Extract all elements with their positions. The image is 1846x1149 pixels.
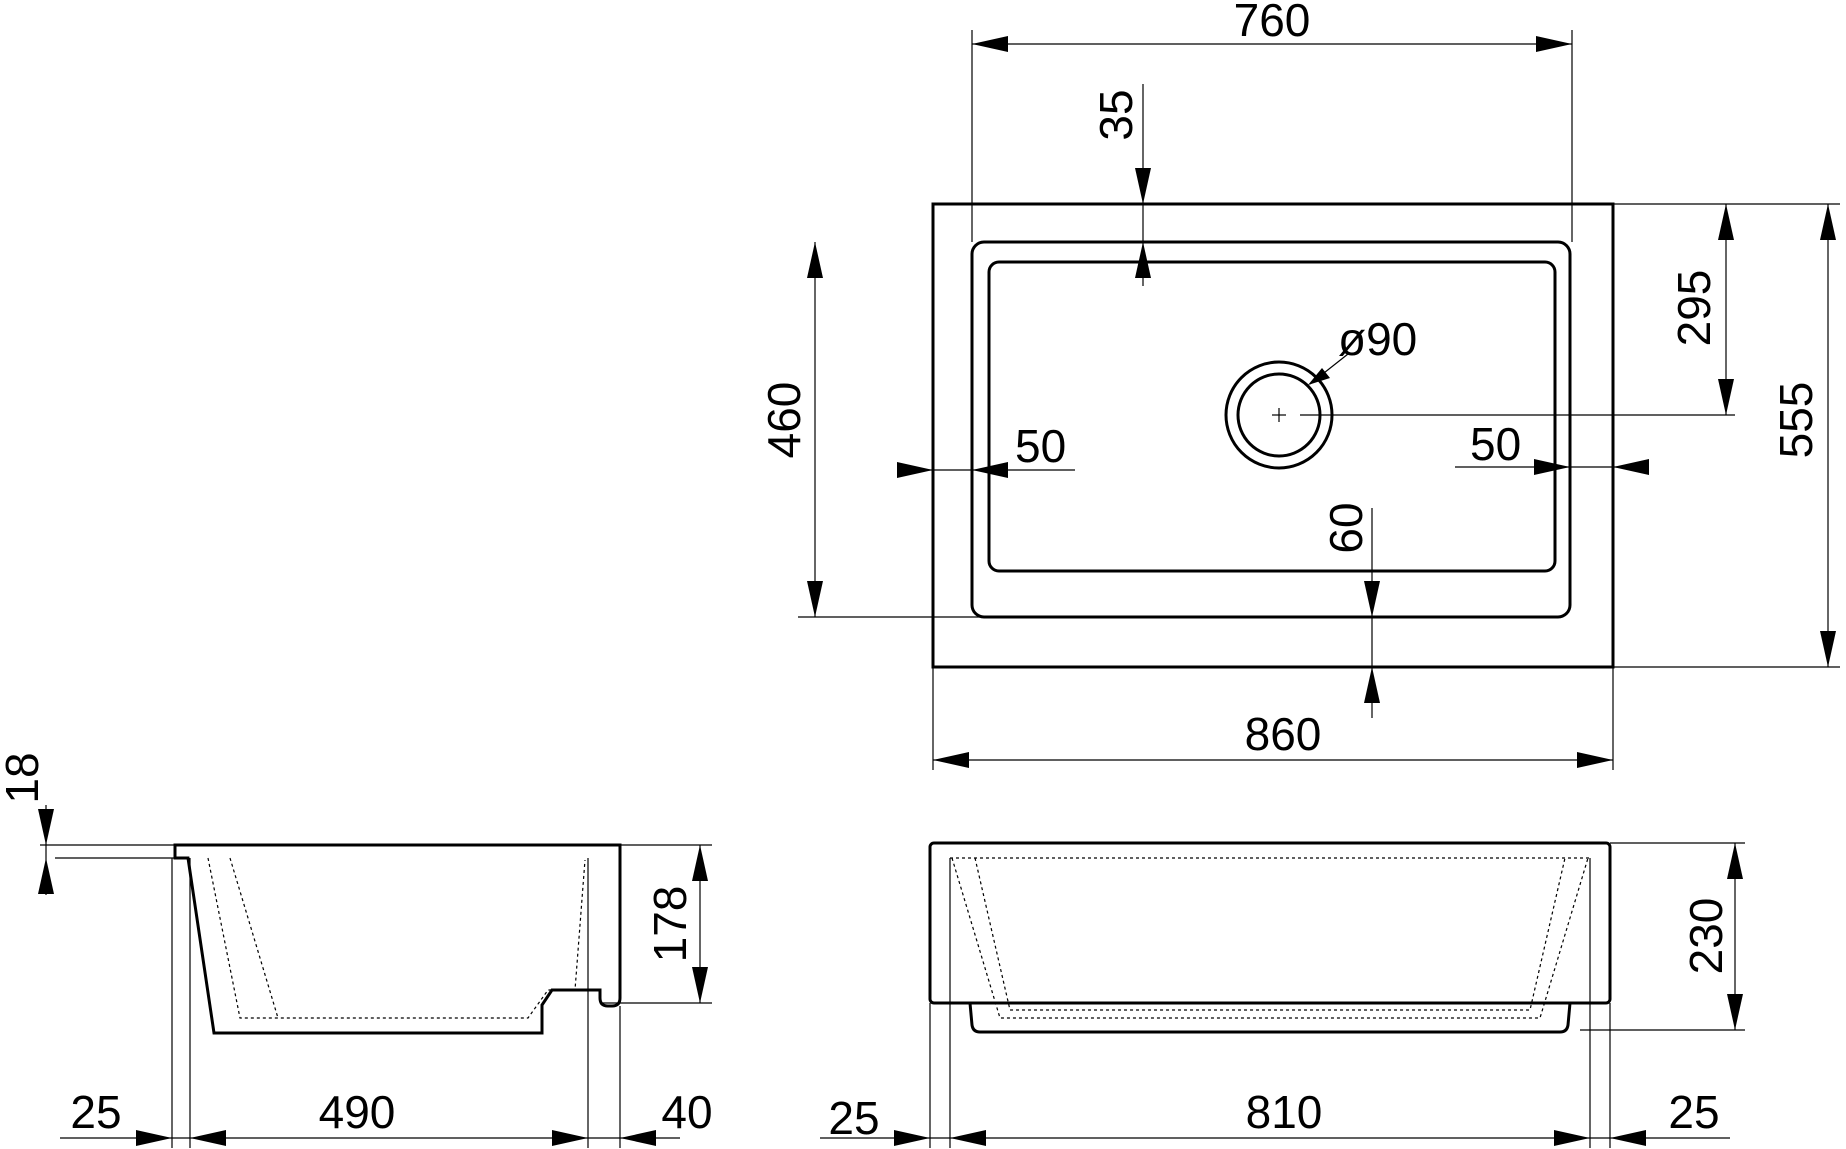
dim-bowl-depth: 460: [758, 382, 810, 459]
sink-outer-outline: [931, 202, 1615, 669]
side-view-dimensions: 18 178 25 490 40: [0, 752, 713, 1148]
dim-outer-width: 860: [1245, 708, 1322, 760]
front-view: [928, 841, 1612, 1034]
dim-front-height: 230: [1680, 898, 1732, 975]
dim-bowl-height: 178: [644, 886, 696, 963]
bowl-floor: [987, 260, 1557, 573]
dim-outer-depth: 555: [1770, 382, 1822, 459]
dim-front-apron: 40: [661, 1086, 712, 1138]
top-view-dimensions: 760 35 460 555 295 ø90 50: [758, 0, 1840, 770]
front-view-dimensions: 230 25 810 25: [820, 842, 1745, 1148]
side-view: [173, 843, 622, 1035]
dim-rim-depth: 35: [1090, 89, 1142, 140]
bowl-inner-rim: [970, 240, 1572, 619]
dim-left-offset: 25: [70, 1086, 121, 1138]
dim-front-right-offset: 25: [1668, 1086, 1719, 1138]
front-bowl-bottom: [968, 1002, 1572, 1034]
dim-side-rim-right: 50: [1470, 418, 1521, 470]
dim-drain-diameter: ø90: [1338, 313, 1417, 365]
side-inner-hidden: [207, 857, 586, 1019]
dim-front-bottom-width: 810: [1246, 1086, 1323, 1138]
dim-side-rim-left: 50: [1015, 420, 1066, 472]
side-profile: [173, 843, 622, 1035]
dim-front-rim: 60: [1320, 502, 1372, 553]
dim-front-left-offset: 25: [828, 1092, 879, 1144]
dim-inner-width: 760: [1234, 0, 1311, 46]
dim-rim-thickness: 18: [0, 752, 48, 803]
dim-side-depth: 490: [319, 1086, 396, 1138]
front-apron-outline: [928, 841, 1612, 1005]
dim-drain-offset: 295: [1668, 270, 1720, 347]
